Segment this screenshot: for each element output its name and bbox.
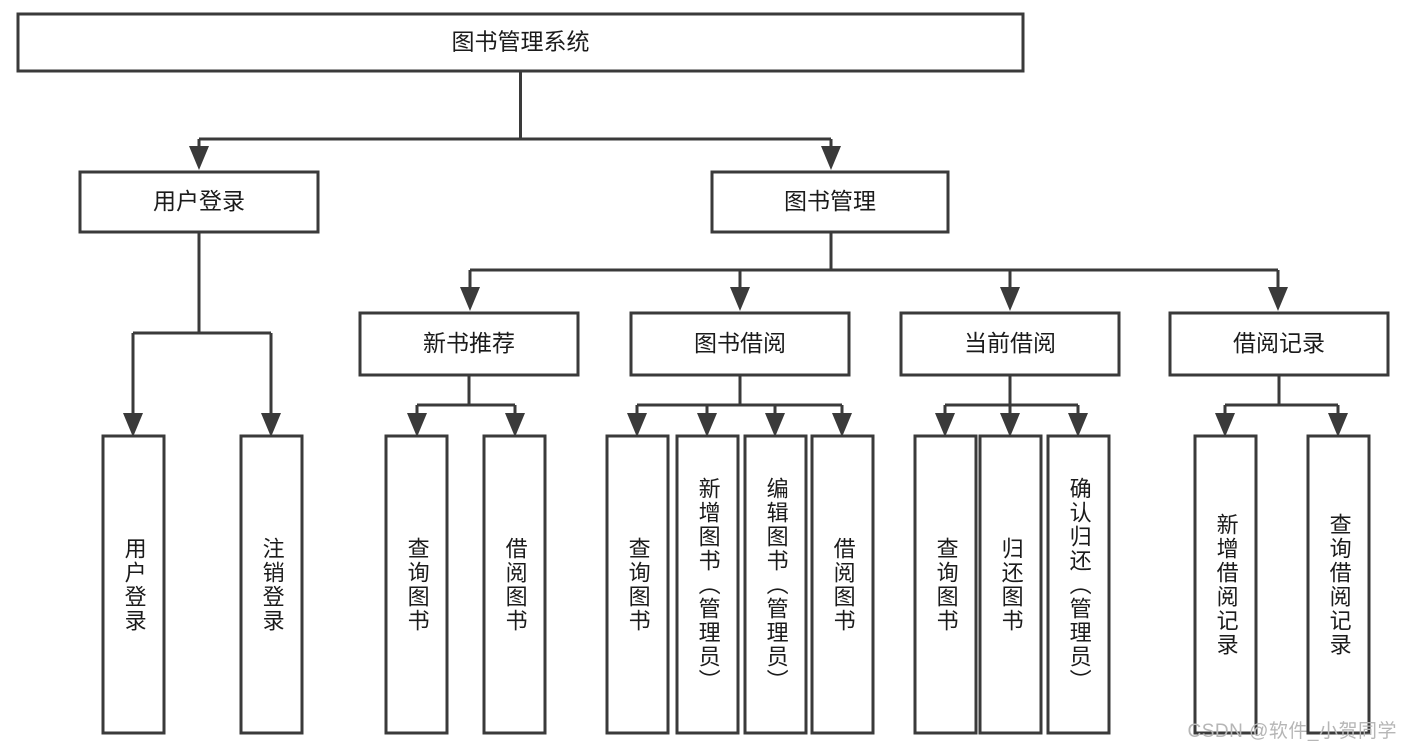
node-box-leaf-record-query[interactable] bbox=[1306, 434, 1371, 735]
node-box-borrow-record[interactable] bbox=[1168, 311, 1390, 377]
node-boxes-layer bbox=[16, 12, 1390, 735]
arrow-borrow-3 bbox=[765, 413, 785, 437]
node-box-leaf-borrow-edit-book[interactable] bbox=[743, 434, 808, 735]
arrow-book-management bbox=[821, 146, 841, 170]
node-box-book-management[interactable] bbox=[710, 170, 950, 234]
node-box-leaf-recommend-borrow-book[interactable] bbox=[482, 434, 547, 735]
arrow-borrow-record bbox=[1268, 287, 1288, 311]
arrow-record-2 bbox=[1328, 413, 1348, 437]
node-box-leaf-current-return-book[interactable] bbox=[978, 434, 1043, 735]
node-box-new-book-recommend[interactable] bbox=[358, 311, 580, 377]
arrow-book-borrow bbox=[730, 287, 750, 311]
csdn-watermark: CSDN @软件_小贺同学 bbox=[1187, 721, 1397, 742]
node-label-root: 图书管理系统 bbox=[452, 29, 590, 55]
arrow-borrow-1 bbox=[627, 413, 647, 437]
arrow-borrow-2 bbox=[697, 413, 717, 437]
node-label-new-book-recommend: 新书推荐 bbox=[423, 330, 515, 356]
arrow-leaf-user-login bbox=[123, 413, 143, 437]
node-label-current-borrow: 当前借阅 bbox=[964, 330, 1056, 356]
arrow-new-book-recommend bbox=[460, 287, 480, 311]
node-box-user-login[interactable] bbox=[78, 170, 320, 234]
node-label-user-login: 用户登录 bbox=[153, 188, 245, 214]
node-box-leaf-current-confirm-return[interactable] bbox=[1046, 434, 1111, 735]
arrow-user-login bbox=[189, 146, 209, 170]
arrow-borrow-4 bbox=[832, 413, 852, 437]
arrow-recommend-2 bbox=[505, 413, 525, 437]
arrow-current-1 bbox=[935, 413, 955, 437]
node-box-leaf-borrow-add-book[interactable] bbox=[675, 434, 740, 735]
arrow-current-2 bbox=[1000, 413, 1020, 437]
node-box-leaf-record-add[interactable] bbox=[1193, 434, 1258, 735]
arrow-current-3 bbox=[1068, 413, 1088, 437]
arrow-heads-layer bbox=[123, 146, 1348, 437]
node-box-root[interactable] bbox=[16, 12, 1025, 73]
node-label-book-management: 图书管理 bbox=[784, 188, 876, 214]
node-box-leaf-borrow-borrow-book[interactable] bbox=[810, 434, 875, 735]
node-box-book-borrow[interactable] bbox=[629, 311, 851, 377]
node-box-leaf-user-logout[interactable] bbox=[239, 434, 304, 735]
arrow-leaf-user-logout bbox=[261, 413, 281, 437]
node-label-book-borrow: 图书借阅 bbox=[694, 330, 786, 356]
node-box-leaf-borrow-query-book[interactable] bbox=[605, 434, 670, 735]
node-box-current-borrow[interactable] bbox=[899, 311, 1121, 377]
node-box-leaf-user-login[interactable] bbox=[101, 434, 166, 735]
arrow-recommend-1 bbox=[407, 413, 427, 437]
arrow-current-borrow bbox=[1000, 287, 1020, 311]
node-box-leaf-recommend-query-book[interactable] bbox=[384, 434, 449, 735]
node-box-leaf-current-query-book[interactable] bbox=[913, 434, 978, 735]
arrow-record-1 bbox=[1215, 413, 1235, 437]
node-label-borrow-record: 借阅记录 bbox=[1233, 330, 1325, 356]
